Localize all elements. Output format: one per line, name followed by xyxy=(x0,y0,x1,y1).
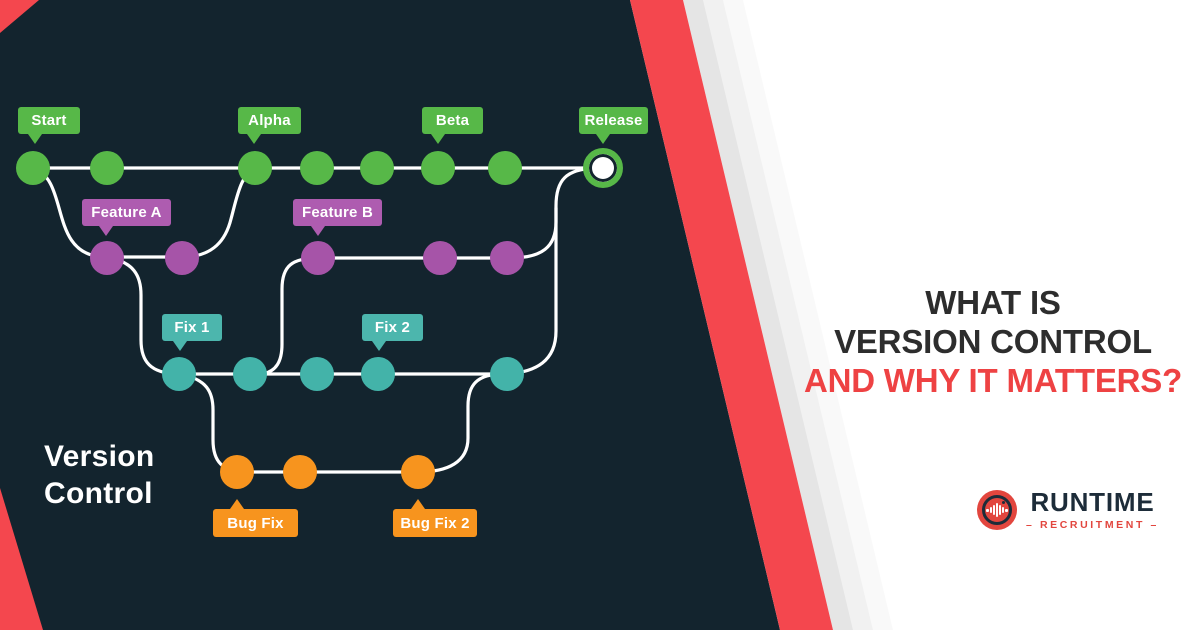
badge-tail xyxy=(173,341,187,351)
commit-node-main-alpha xyxy=(238,151,272,185)
waveform-dot xyxy=(1002,501,1005,504)
waveform-bar xyxy=(996,503,998,517)
badge-fix-1-label: Fix 1 xyxy=(174,319,210,336)
badge-tail xyxy=(431,134,445,144)
commit-node-main-2 xyxy=(90,151,124,185)
badge-tail xyxy=(596,134,610,144)
commit-node-main-7 xyxy=(488,151,522,185)
page-title: WHAT IS VERSION CONTROL AND WHY IT MATTE… xyxy=(793,283,1193,400)
badge-fix-2: Fix 2 xyxy=(362,314,423,351)
waveform-stub-left xyxy=(986,508,989,512)
commit-node-release xyxy=(583,148,623,188)
logo-brand-name: RUNTIME xyxy=(1030,487,1155,517)
branch-path-feature-b-riser xyxy=(261,256,320,376)
badge-alpha: Alpha xyxy=(238,107,301,144)
commit-node-bugfix-1 xyxy=(220,455,254,489)
diagram-caption-line1: Version xyxy=(44,440,155,473)
badge-bug-fix-2: Bug Fix 2 xyxy=(393,499,477,537)
commit-node-bugfix-2 xyxy=(283,455,317,489)
waveform-bar xyxy=(990,507,992,513)
commit-node-main-beta xyxy=(421,151,455,185)
branch-path-merge-to-release xyxy=(505,166,598,376)
commit-node-fix-3 xyxy=(300,357,334,391)
commit-node-main-5 xyxy=(360,151,394,185)
badge-start-label: Start xyxy=(31,112,67,129)
commit-node-main-4 xyxy=(300,151,334,185)
title-line1: WHAT IS xyxy=(925,284,1061,321)
badge-feature-a-label: Feature A xyxy=(91,204,162,221)
logo-tagline: – RECRUITMENT – xyxy=(1026,519,1159,531)
badge-tail xyxy=(372,341,386,351)
badge-release-label: Release xyxy=(584,112,643,129)
badge-alpha-label: Alpha xyxy=(248,112,291,129)
badge-feature-b: Feature B xyxy=(293,199,382,236)
diagram-caption: Version Control xyxy=(44,438,154,512)
badge-feature-a: Feature A xyxy=(82,199,171,236)
commit-node-fix-4 xyxy=(361,357,395,391)
commit-node-feature-a-2 xyxy=(165,241,199,275)
badge-feature-b-label: Feature B xyxy=(302,204,373,221)
badge-tail xyxy=(247,134,261,144)
commit-node-feature-b-3 xyxy=(490,241,524,275)
waveform-bar xyxy=(999,505,1001,515)
commit-node-fix-2 xyxy=(233,357,267,391)
commit-node-fix-5 xyxy=(490,357,524,391)
badge-beta-label: Beta xyxy=(435,112,470,129)
badge-tail xyxy=(230,499,244,509)
badge-fix-2-label: Fix 2 xyxy=(374,319,411,336)
badge-release: Release xyxy=(579,107,648,144)
title-line2: VERSION CONTROL xyxy=(834,323,1152,360)
badge-tail xyxy=(28,134,42,144)
title-line3: AND WHY IT MATTERS? xyxy=(803,362,1183,399)
diagram-caption-line2: Control xyxy=(44,477,153,510)
badge-bug-fix-label: Bug Fix xyxy=(227,514,284,532)
commit-node-feature-a-1 xyxy=(90,241,124,275)
logo-icon-ring xyxy=(982,495,1012,525)
commit-node-fix-1 xyxy=(162,357,196,391)
badge-bug-fix: Bug Fix xyxy=(213,499,298,537)
logo-text: RUNTIME – RECRUITMENT – xyxy=(1026,489,1159,531)
commit-node-bugfix-3 xyxy=(401,455,435,489)
branch-path-bugfix-merge xyxy=(416,372,502,474)
badge-bug-fix-2-label: Bug Fix 2 xyxy=(400,514,470,532)
logo-waveform-icon xyxy=(977,490,1017,530)
commit-node-feature-b-2 xyxy=(423,241,457,275)
badge-tail xyxy=(411,499,425,509)
badge-fix-1: Fix 1 xyxy=(162,314,222,351)
badge-start: Start xyxy=(18,107,80,144)
commit-node-feature-b-1 xyxy=(301,241,335,275)
badge-tail xyxy=(99,226,113,236)
badge-tail xyxy=(311,226,325,236)
waveform-stub-right xyxy=(1005,508,1008,512)
badge-beta: Beta xyxy=(422,107,483,144)
waveform-bar xyxy=(1002,507,1004,513)
runtime-recruitment-logo: RUNTIME – RECRUITMENT – xyxy=(977,489,1159,531)
commit-node-main-start xyxy=(16,151,50,185)
waveform-bar xyxy=(993,505,995,515)
